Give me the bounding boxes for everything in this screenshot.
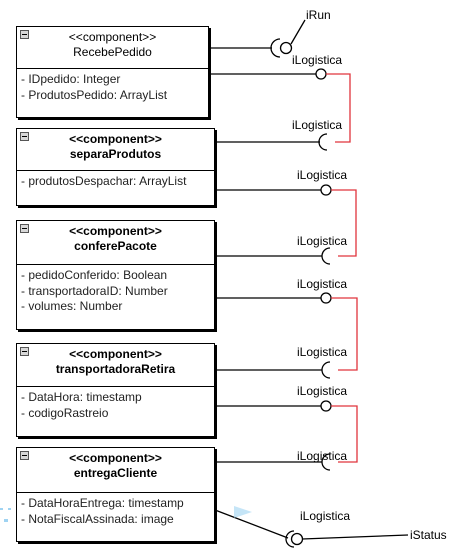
- ilogistica-label-2: iLogistica: [292, 118, 343, 132]
- ilogistica-label-8: iLogistica: [297, 449, 348, 463]
- confere-ilogistica-socket: [321, 247, 331, 265]
- assembly-connector-3: [331, 297, 358, 371]
- istatus-lollipop: [290, 532, 304, 546]
- attribute-item: - ProdutosPedido: ArrayList: [21, 87, 168, 102]
- component-header: <<component>> conferePacote: [17, 221, 214, 265]
- attribute-list: - pedidoConferido: Boolean - transportad…: [17, 265, 214, 315]
- ilogistica-label-7: iLogistica: [297, 384, 348, 398]
- collapse-toggle-icon[interactable]: [20, 30, 29, 39]
- assembly-connector-4: [331, 405, 358, 463]
- collapse-toggle-icon[interactable]: [20, 224, 29, 233]
- component-entrega-cliente[interactable]: <<component>> entregaCliente - DataHoraE…: [16, 447, 215, 542]
- collapse-toggle-icon[interactable]: [20, 347, 29, 356]
- attribute-list: - IDpedido: Integer - ProdutosPedido: Ar…: [17, 69, 208, 103]
- component-header: <<component>> separaProdutos: [17, 129, 214, 171]
- ilogistica-label-5: iLogistica: [297, 277, 348, 291]
- attribute-item: - transportadoraID: Number: [21, 283, 168, 298]
- ilogistica-label-6: iLogistica: [297, 345, 348, 359]
- separa-ilogistica-socket: [318, 133, 328, 151]
- irun-provider-lollipop: [279, 41, 293, 55]
- component-transportadora-retira[interactable]: <<component>> transportadoraRetira - Dat…: [16, 343, 215, 437]
- transp-ilogistica-socket: [321, 361, 331, 379]
- attribute-item: - DataHoraEntrega: timestamp: [21, 496, 184, 510]
- component-header: <<component>> entregaCliente: [17, 448, 214, 493]
- component-name: RecebePedido: [73, 45, 152, 59]
- component-header: <<component>> RecebePedido: [17, 27, 208, 69]
- istatus-line: [301, 534, 409, 540]
- component-stereotype: <<component>>: [69, 451, 162, 465]
- attribute-item: - NotaFiscalAssinada: image: [21, 511, 174, 526]
- ilogistica-label-1: iLogistica: [292, 53, 343, 67]
- attribute-item: - volumes: Number: [21, 299, 123, 313]
- attribute-list: - produtosDespachar: ArrayList: [17, 171, 214, 190]
- component-confere-pacote[interactable]: <<component>> conferePacote - pedidoConf…: [16, 220, 215, 330]
- component-stereotype: <<component>>: [68, 30, 157, 44]
- irun-label-line: [290, 19, 306, 45]
- entrega-ilogistica-socket: [321, 453, 331, 471]
- attribute-item: - DataHora: timestamp: [21, 390, 142, 404]
- attribute-item: - IDpedido: Integer: [21, 72, 121, 86]
- component-separa-produtos[interactable]: <<component>> separaProdutos - produtosD…: [16, 128, 215, 206]
- ilogistica-label-4: iLogistica: [297, 234, 348, 248]
- attribute-item: - produtosDespachar: ArrayList: [21, 174, 187, 188]
- component-name: transportadoraRetira: [55, 362, 176, 376]
- assembly-connector-2: [331, 189, 357, 257]
- attribute-item: - codigoRastreio: [21, 405, 109, 420]
- collapse-toggle-icon[interactable]: [20, 451, 29, 460]
- ilogistica-label-3: iLogistica: [297, 168, 348, 182]
- component-stereotype: <<component>>: [69, 224, 162, 238]
- collapse-toggle-icon[interactable]: [20, 132, 29, 141]
- selection-artifacts: [0, 506, 252, 522]
- attribute-item: - pedidoConferido: Boolean: [21, 268, 168, 282]
- separa-ilogistica-lollipop: [320, 184, 332, 196]
- attribute-list: - DataHora: timestamp - codigoRastreio: [17, 387, 214, 421]
- entrega-required-line-bottom: [214, 509, 289, 539]
- irun-label: iRun: [306, 8, 331, 22]
- transp-ilogistica-lollipop: [320, 400, 332, 412]
- entrega-bottom-socket: [285, 530, 295, 548]
- confere-ilogistica-lollipop: [320, 292, 332, 304]
- ilogistica-label-9: iLogistica: [300, 509, 351, 523]
- istatus-label: iStatus: [410, 528, 447, 542]
- component-header: <<component>> transportadoraRetira: [17, 344, 214, 387]
- attribute-list: - DataHoraEntrega: timestamp - NotaFisca…: [17, 493, 214, 527]
- component-name: separaProdutos: [69, 147, 162, 161]
- assembly-connector-1: [326, 73, 351, 143]
- recebe-ilogistica-lollipop: [315, 68, 327, 80]
- component-stereotype: <<component>>: [69, 132, 162, 146]
- irun-socket: [270, 38, 281, 58]
- component-recebe-pedido[interactable]: <<component>> RecebePedido - IDpedido: I…: [16, 26, 209, 118]
- component-name: entregaCliente: [73, 466, 158, 480]
- component-name: conferePacote: [74, 239, 157, 253]
- assembly-connectors: [326, 73, 358, 463]
- component-stereotype: <<component>>: [69, 347, 162, 361]
